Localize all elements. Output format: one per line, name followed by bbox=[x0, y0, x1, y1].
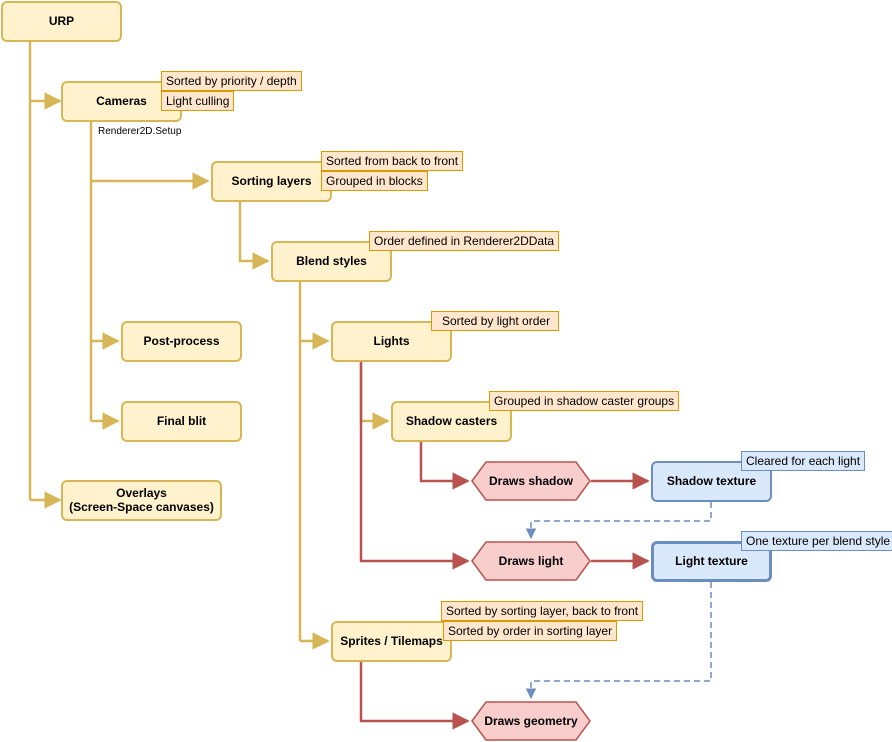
sprites-tilemaps-node[interactable]: Sprites / Tilemaps bbox=[331, 621, 452, 662]
urp-node[interactable]: URP bbox=[1, 1, 122, 42]
overlays-label-line1: Overlays bbox=[116, 485, 167, 500]
edge-lights-drawlight bbox=[359, 362, 470, 570]
final-blit-node[interactable]: Final blit bbox=[121, 401, 242, 442]
note-lights-order: Sorted by light order bbox=[431, 311, 560, 331]
blend-styles-label: Blend styles bbox=[296, 253, 367, 268]
note-blend-order: Order defined in Renderer2DData bbox=[369, 231, 560, 251]
overlays-node[interactable]: Overlays (Screen-Space canvases) bbox=[61, 480, 222, 521]
note-sprites-order: Sorted by order in sorting layer bbox=[443, 621, 618, 641]
edge-sorting-blend bbox=[238, 202, 270, 270]
draws-light-node[interactable]: Draws light bbox=[471, 541, 591, 581]
sorting-layers-node[interactable]: Sorting layers bbox=[211, 161, 332, 202]
note-shadow-texture-cleared: Cleared for each light bbox=[741, 451, 866, 471]
draws-light-label: Draws light bbox=[498, 554, 564, 568]
draws-shadow-label: Draws shadow bbox=[488, 474, 574, 488]
note-cameras-culling: Light culling bbox=[161, 91, 235, 111]
sorting-layers-label: Sorting layers bbox=[231, 173, 312, 188]
lights-label: Lights bbox=[373, 333, 410, 348]
draws-geometry-node[interactable]: Draws geometry bbox=[471, 701, 591, 741]
urp-label: URP bbox=[48, 13, 75, 28]
renderer-setup-label: Renderer2D.Setup bbox=[98, 126, 182, 137]
note-sorting-order: Sorted from back to front bbox=[321, 151, 464, 171]
draws-shadow-node[interactable]: Draws shadow bbox=[471, 461, 591, 501]
edge-lights-shadowcasters bbox=[359, 362, 390, 430]
shadow-casters-label: Shadow casters bbox=[405, 413, 498, 428]
sprites-tilemaps-label: Sprites / Tilemaps bbox=[340, 633, 443, 648]
light-texture-label: Light texture bbox=[675, 553, 748, 568]
hexagon-shape bbox=[471, 701, 591, 741]
edge-sprites-drawgeometry bbox=[359, 662, 470, 730]
note-shadow-casters-groups: Grouped in shadow caster groups bbox=[489, 391, 680, 411]
note-sprites-sorting-layer: Sorted by sorting layer, back to front bbox=[441, 601, 644, 621]
hexagon-shape bbox=[471, 461, 591, 501]
final-blit-label: Final blit bbox=[156, 413, 207, 428]
edge-shadowcasters-drawshadow bbox=[419, 442, 470, 490]
hexagon-shape bbox=[471, 541, 591, 581]
shadow-texture-label: Shadow texture bbox=[666, 473, 757, 488]
note-sorting-blocks: Grouped in blocks bbox=[321, 171, 428, 191]
overlays-label-line2: (Screen-Space canvases) bbox=[69, 499, 214, 514]
post-process-node[interactable]: Post-process bbox=[121, 321, 242, 362]
draws-geometry-label: Draws geometry bbox=[484, 714, 578, 728]
cameras-label: Cameras bbox=[96, 93, 147, 108]
note-light-texture-per-blend: One texture per blend style bbox=[741, 531, 892, 551]
post-process-label: Post-process bbox=[143, 333, 220, 348]
edge-shadowtexture-drawlight bbox=[525, 502, 712, 540]
note-cameras-sorted: Sorted by priority / depth bbox=[161, 71, 302, 91]
